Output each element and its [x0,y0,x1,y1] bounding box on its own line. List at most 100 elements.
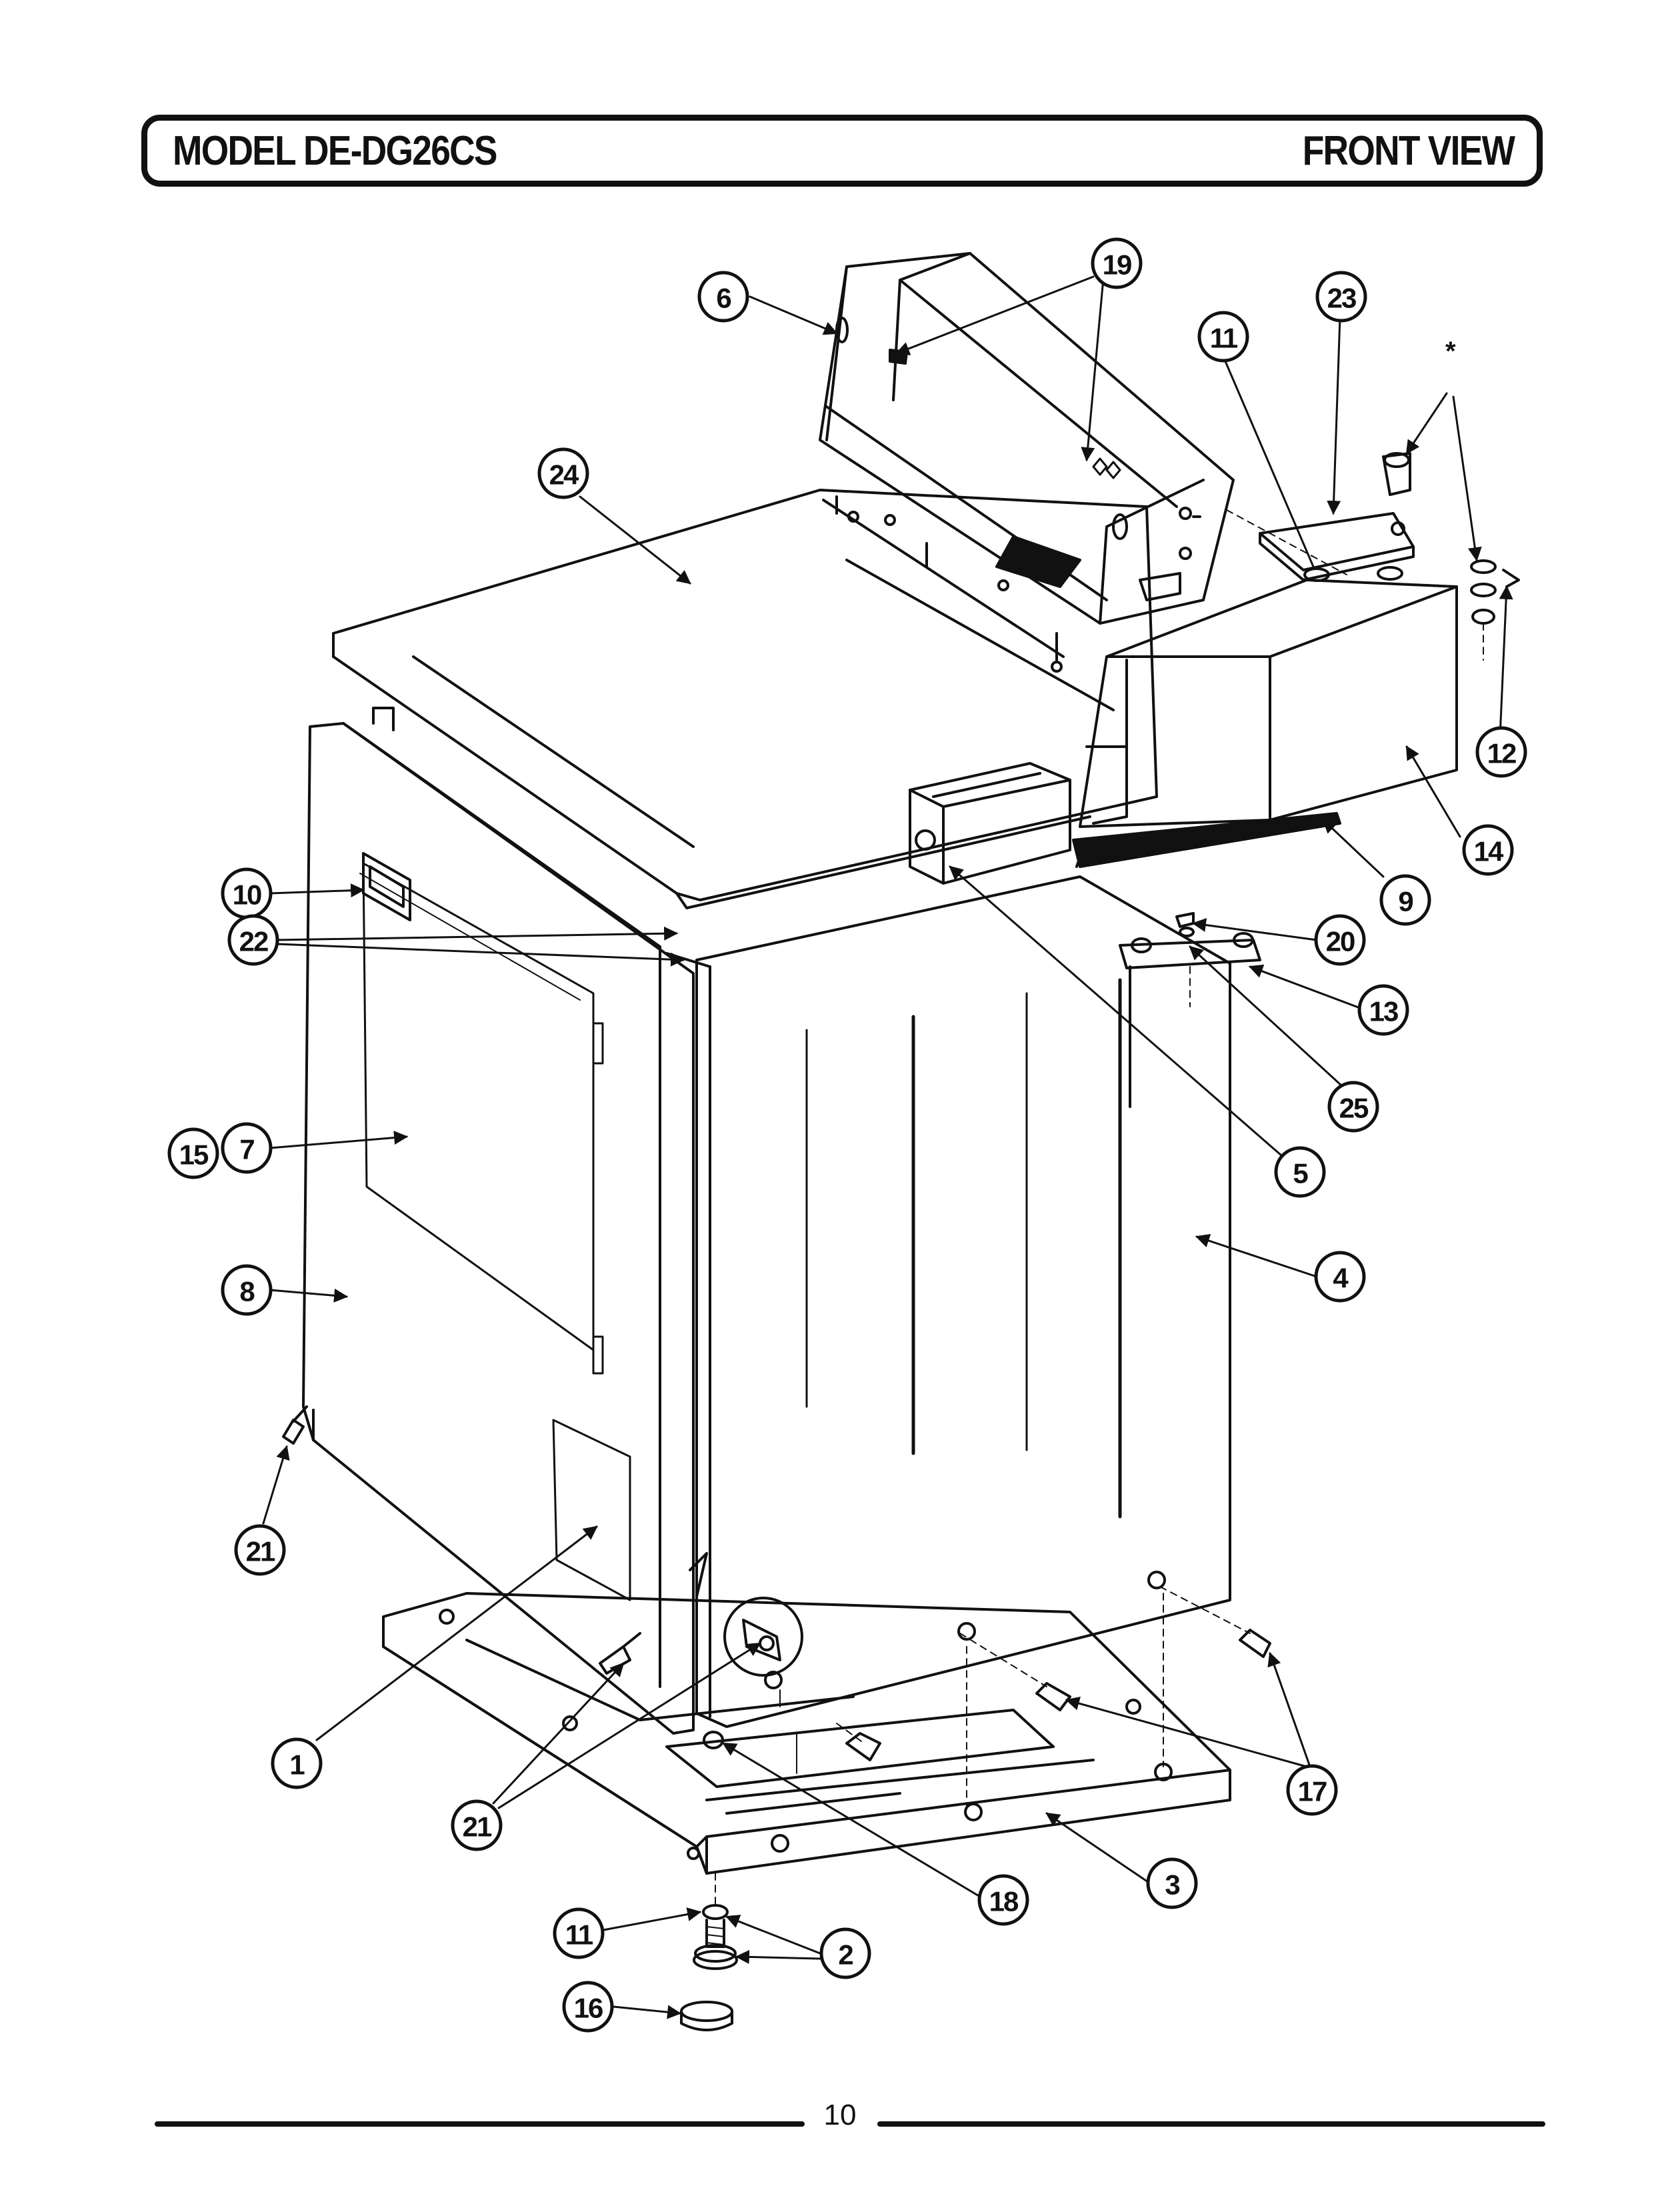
hardware-group [1179,452,1520,661]
model-title: MODEL DE-DG26CS [173,127,497,174]
callout-number: 22 [239,926,268,957]
control-hood [819,252,1235,625]
callout-circle [221,1264,273,1316]
callout-circle [1462,824,1514,876]
callout-circle [537,447,589,499]
callout-number: 7 [239,1134,254,1165]
callout-18: 18 [977,1874,1029,1926]
callout-circle [1314,1251,1366,1303]
callout-number: 14 [1474,836,1504,867]
front-panel [302,707,695,1735]
callout-16: 16 [562,1981,614,2033]
callout-2: 2 [819,1927,871,1979]
callout-10: 10 [221,867,273,919]
callout-circle [221,1122,273,1174]
callout-14: 14 [1462,824,1514,876]
callout-number: 11 [1210,323,1238,354]
callout-25: 25 [1327,1081,1379,1133]
callout-19: 19 [1091,237,1143,289]
callout-number: 1 [289,1749,305,1781]
callout-circle [819,1927,871,1979]
callout-17: 17 [1286,1764,1338,1816]
callout-number: 5 [1293,1158,1308,1189]
callout-number: 18 [989,1886,1019,1917]
callout-number: 6 [716,283,731,314]
view-title: FRONT VIEW [1302,127,1515,174]
callout-circle [1379,874,1431,926]
callout-circle [1314,914,1366,966]
callout-3: 3 [1146,1857,1198,1909]
terminal-cover [1259,512,1415,581]
callout-circle [234,1524,286,1576]
callout-circle [167,1127,219,1179]
callout-6: 6 [697,271,749,323]
callout-circle [977,1874,1029,1926]
callout-8: 8 [221,1264,273,1316]
callout-12: 12 [1475,726,1527,778]
callout-circle [1286,1764,1338,1816]
callout-21: 21 [234,1524,286,1576]
callout-circle [553,1907,605,1959]
callout-circle [1274,1146,1326,1198]
callout-circle [1197,311,1249,363]
callout-4: 4 [1314,1251,1366,1303]
header-band: MODEL DE-DG26CS FRONT VIEW [141,115,1543,187]
callout-13: 13 [1357,984,1409,1036]
callout-7: 7 [221,1122,273,1174]
callout-circle [1091,237,1143,289]
callout-number: 21 [463,1811,492,1843]
callout-number: 17 [1298,1776,1327,1807]
callout-number: 13 [1369,996,1398,1027]
callout-number: 19 [1103,249,1131,281]
callout-5: 5 [1274,1146,1326,1198]
callout-number: 8 [239,1276,255,1307]
note-symbol: * [1445,337,1456,366]
footer-rule-left [155,2121,805,2127]
leveling-leg [680,1873,738,2031]
leader-lines [262,275,1513,2019]
lint-duct [909,762,1071,885]
callout-9: 9 [1379,874,1431,926]
callout-11: 11 [553,1907,605,1959]
callout-number: 12 [1487,738,1516,769]
screws [282,1405,1271,1814]
callout-11: 11 [1197,311,1249,363]
callout-circle [1327,1081,1379,1133]
callout-number: 21 [246,1536,275,1567]
callout-23: 23 [1315,271,1367,323]
callout-number: 11 [565,1919,593,1951]
base-pan [382,1592,1231,1875]
callout-number: 9 [1398,886,1413,917]
callout-1: 1 [271,1737,323,1789]
callout-circle [1357,984,1409,1036]
page-number: 10 [823,2099,857,2131]
callout-number: 15 [179,1139,209,1171]
callout-22: 22 [227,914,279,966]
callout-circle [1146,1857,1198,1909]
callout-number: 10 [233,879,261,911]
mount-bracket [1119,912,1261,1108]
callout-circle [1315,271,1367,323]
callout-circle [227,914,279,966]
cabinet [665,875,1231,1728]
footer-rule-right [877,2121,1545,2127]
callout-number: 3 [1165,1869,1179,1901]
callout-number: 24 [549,459,579,491]
top-panel [332,489,1158,909]
callout-number: 2 [838,1939,853,1971]
callout-20: 20 [1314,914,1366,966]
callout-15: 15 [167,1127,219,1179]
callout-number: 23 [1327,283,1356,314]
callout-circle [271,1737,323,1789]
callout-number: 4 [1333,1263,1349,1294]
callout-circle [451,1799,503,1851]
callout-21: 21 [451,1799,503,1851]
callout-number: 25 [1339,1093,1369,1124]
callout-number: 20 [1326,926,1355,957]
callout-circle [697,271,749,323]
callout-number: 16 [574,1993,603,2024]
callout-24: 24 [537,447,589,499]
